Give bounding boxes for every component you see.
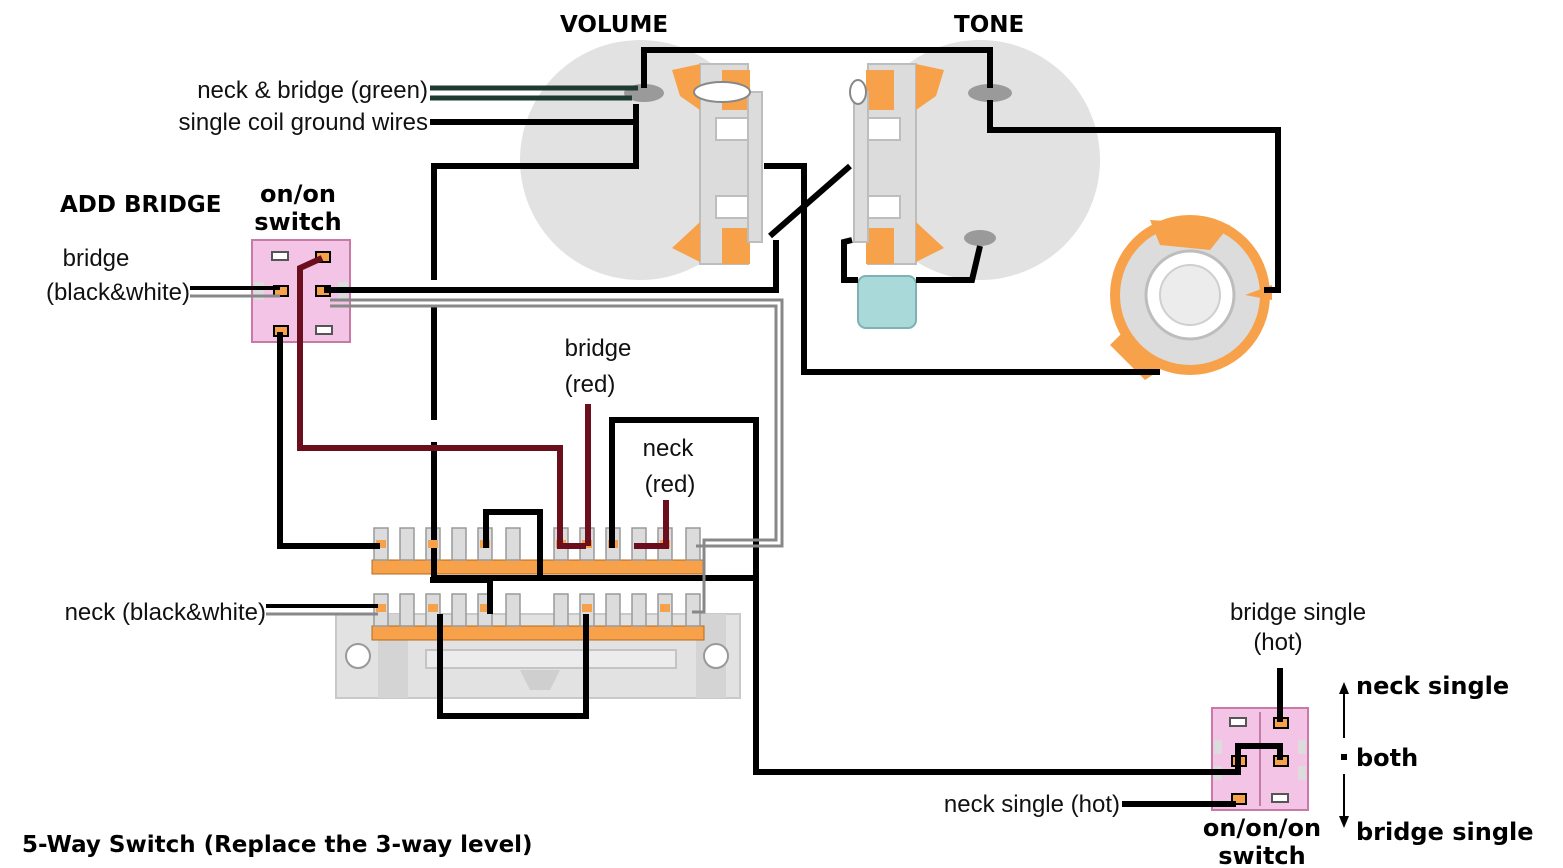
capacitor [857, 275, 917, 329]
wires [190, 47, 1283, 807]
bridge-red-label-line1: bridge [565, 335, 632, 362]
position-both: both [1356, 744, 1418, 772]
single-coil-ground-label: single coil ground wires [179, 109, 428, 136]
add-bridge-label: ADD BRIDGE [60, 192, 221, 218]
bridge-red-label-line2: (red) [565, 371, 616, 398]
tone-pot [849, 40, 1100, 280]
position-bridge-single: bridge single [1356, 818, 1534, 846]
bridge-bw-label-line1: bridge [63, 245, 130, 272]
on-on-label-line1: on/on [260, 180, 336, 208]
bridge-single-label-line1: bridge single [1230, 599, 1366, 626]
neck-red-label-line1: neck [643, 435, 695, 462]
neck-single-hot-label: neck single (hot) [944, 791, 1120, 818]
neck-bridge-green-label: neck & bridge (green) [197, 77, 428, 104]
five-way-switch [335, 527, 741, 699]
neck-red-label-line2: (red) [645, 471, 696, 498]
position-neck-single: neck single [1356, 672, 1509, 700]
on-on-on-switch [1211, 707, 1309, 811]
on-on-on-label-line2: switch [1218, 842, 1305, 868]
on-on-label-line2: switch [254, 208, 341, 236]
neck-bw-label: neck (black&white) [65, 599, 266, 626]
bridge-single-label-line2: (hot) [1253, 629, 1302, 656]
position-arrows [1339, 682, 1349, 828]
on-on-on-label-line1: on/on/on [1203, 814, 1321, 842]
volume-label: VOLUME [560, 12, 668, 38]
five-way-title: 5-Way Switch (Replace the 3-way level) [22, 832, 533, 858]
tone-label: TONE [954, 12, 1024, 38]
output-jack [1110, 215, 1272, 380]
bridge-bw-label-line2: (black&white) [46, 279, 190, 306]
